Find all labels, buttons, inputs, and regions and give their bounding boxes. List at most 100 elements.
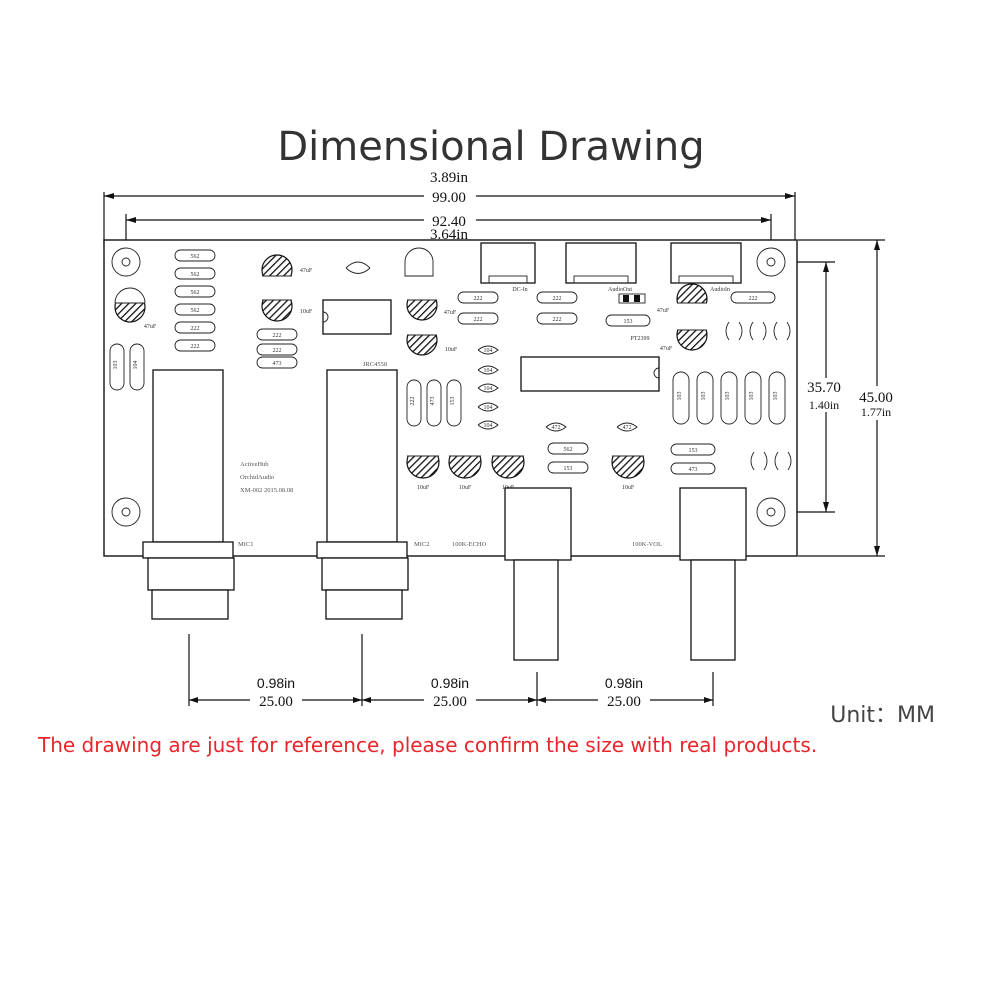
- vertical-caps-center: 222 473 153: [406, 379, 462, 427]
- cap-label: 104: [484, 348, 493, 354]
- cap-value: 10uF: [300, 309, 313, 315]
- resistor-label: 153: [689, 448, 698, 454]
- capacitor-center-1: 47uF: [406, 288, 457, 321]
- silk-line-2: OrchidAudio: [240, 474, 274, 481]
- resistor-label: 222: [273, 348, 282, 354]
- cap-value: 10uF: [459, 485, 472, 491]
- connector-label: AudioIn: [710, 287, 730, 293]
- cap-label: 104: [484, 423, 493, 429]
- vertical-resistors-right: 103 103 103 103 103: [672, 371, 786, 425]
- hole-height-in: 1.40in: [809, 398, 839, 412]
- capacitor-bottom-1: 10uF: [406, 444, 440, 491]
- resistor-label: 562: [191, 308, 200, 314]
- resistor-label: 222: [749, 296, 758, 302]
- spacing-1-mm: 25.00: [259, 694, 293, 710]
- overall-width-dimension: 3.89in 99.00: [103, 170, 796, 245]
- cap-label: 104: [484, 386, 493, 392]
- small-caps-right: [725, 321, 791, 341]
- jack-label-mic2: MIC2: [414, 541, 430, 548]
- cap-label: 222: [474, 296, 483, 302]
- reference-note: The drawing are just for reference, plea…: [37, 733, 817, 757]
- cap-value: 10uF: [445, 347, 458, 353]
- resistor-label: 222: [191, 344, 200, 350]
- connector-label: DC-In: [512, 287, 527, 293]
- connector-label: AudioOut: [608, 287, 632, 293]
- resistor-label: 473: [273, 361, 282, 367]
- drawing-title: Dimensional Drawing: [277, 124, 704, 170]
- cap-group-lower: 472 562 153 472: [545, 422, 638, 474]
- capacitor-bottom-4: 10uF: [611, 444, 645, 491]
- op-amp-chip: JRC4558: [322, 299, 392, 368]
- jack-label-mic1: MIC1: [238, 541, 254, 548]
- cap-label: 153: [564, 466, 573, 472]
- chip-label: JRC4558: [363, 361, 387, 368]
- ic-label: PT2399: [630, 336, 649, 342]
- spacing-3-mm: 25.00: [607, 694, 641, 710]
- potentiometer-echo: [504, 487, 572, 661]
- resistor-right-lower: 153 473: [670, 443, 716, 475]
- main-ic: [520, 356, 660, 392]
- capacitor-right-1: [676, 283, 708, 315]
- resistor-label: 222: [273, 333, 282, 339]
- resistor-label: 103: [773, 392, 779, 401]
- cap-label: 222: [474, 317, 483, 323]
- spacing-2-in: 0.98in: [431, 675, 469, 691]
- mic-jack-1: [142, 369, 235, 620]
- connector-dc-in: DC-In: [480, 242, 536, 293]
- resistor-stack-mid: 222 222 473: [256, 328, 298, 369]
- cap-label: 222: [410, 397, 416, 406]
- hole-width-in: 3.64in: [430, 227, 468, 243]
- cap-label: 104: [484, 368, 493, 374]
- cap-label: 222: [553, 317, 562, 323]
- mic-jack-2: [316, 369, 409, 620]
- mounting-hole-bottom-left: [111, 497, 141, 527]
- resistor-label: 562: [191, 254, 200, 260]
- potentiometer-volume: [679, 487, 747, 661]
- resistor-right-top: 222: [730, 291, 776, 304]
- overall-width-mm: 99.00: [432, 190, 466, 206]
- capacitor-bottom-2: 10uF: [448, 444, 482, 491]
- spacing-3-in: 0.98in: [605, 675, 643, 691]
- resistor-label: 104: [133, 361, 139, 370]
- small-component-top: [345, 261, 371, 274]
- resistor-label: 473: [689, 467, 698, 473]
- cap-label: 472: [552, 425, 561, 431]
- ceramic-cap-row: 222 222 222 222: [457, 291, 578, 325]
- hole-height-mm: 35.70: [807, 380, 841, 396]
- resistor-label: 103: [725, 392, 731, 401]
- resistor-label: 562: [191, 290, 200, 296]
- spacing-dimensions: 0.98in 25.00 0.98in 25.00 0.98in 25.00: [188, 634, 714, 710]
- capacitor-right-2: 47uF: [660, 318, 708, 352]
- small-cap-stack: 104 104 104 104 104: [477, 345, 499, 430]
- cap-value: 47uF: [660, 346, 673, 352]
- connector-audio-in: AudioIn: [670, 242, 742, 293]
- spacing-1-in: 0.98in: [257, 675, 295, 691]
- hole-width-mm: 92.40: [432, 214, 466, 230]
- pot-label-vol: 100K-VOL: [632, 541, 662, 548]
- silk-line-1: ActiveHub: [240, 461, 269, 468]
- cap-value: 47uF: [144, 324, 157, 330]
- ic-pt2399-area: 153 PT2399 47uF: [605, 293, 670, 342]
- cap-label: 472: [623, 425, 632, 431]
- resistor-label: 103: [701, 392, 707, 401]
- cap-label: 153: [450, 397, 456, 406]
- capacitor-left: 47uF: [114, 287, 157, 330]
- capacitor-mid-top-2: 10uF: [261, 288, 313, 322]
- vertical-resistors-left: 103 104: [109, 343, 145, 391]
- overall-height-in: 1.77in: [861, 405, 891, 419]
- resistor-stack-left: 562 562 562 562 222 222: [174, 249, 216, 352]
- cap-label: 562: [564, 447, 573, 453]
- overall-width-in: 3.89in: [430, 170, 468, 186]
- cap-label: 473: [430, 397, 436, 406]
- capacitor-center-2: 10uF: [406, 323, 458, 356]
- unit-label: Unit：MM: [830, 703, 935, 728]
- mounting-hole-top-right: [756, 247, 786, 277]
- cap-value: 10uF: [417, 485, 430, 491]
- resistor-label: 103: [677, 392, 683, 401]
- cap-value: 10uF: [622, 485, 635, 491]
- cap-label: 222: [553, 296, 562, 302]
- hole-height-dimension: 35.70 1.40in: [790, 261, 846, 513]
- cap-value: 47uF: [444, 310, 457, 316]
- overall-height-dimension: 45.00 1.77in: [798, 239, 897, 557]
- hole-width-dimension: 92.40 3.64in: [125, 213, 772, 245]
